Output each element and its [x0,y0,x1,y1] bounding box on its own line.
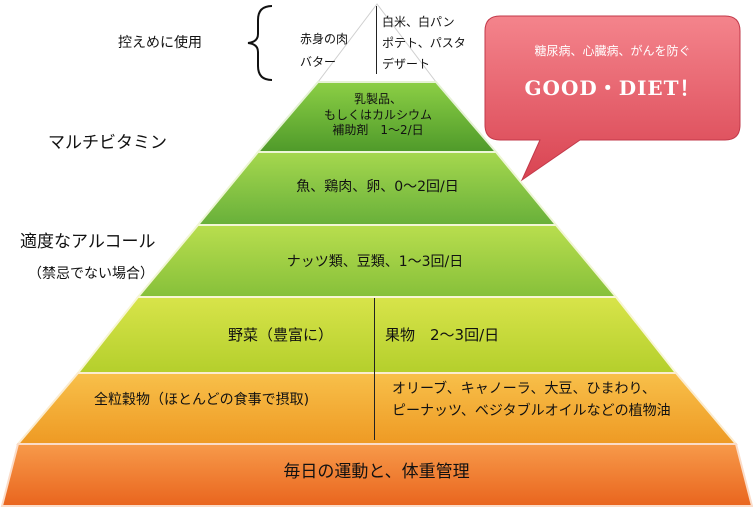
divider-middle [374,298,375,440]
side-moderate-use: 控えめに使用 [118,35,202,51]
brace-icon [247,5,273,81]
side-alcohol-note: （禁忌でない場合） [28,266,154,282]
speech-bubble [484,15,741,182]
bubble-subtitle: 糖尿病、心臓病、がんを防ぐ [534,44,691,58]
level-protein: 魚、鶏肉、卵、0〜2回/日 [296,179,459,195]
tier-exercise [0,443,753,507]
level-vegetables: 野菜（豊富に） [228,326,334,344]
divider-top [376,6,377,74]
side-alcohol: 適度なアルコール [20,232,156,252]
level-nuts: ナッツ類、豆類、1〜3回/日 [286,254,464,270]
top-carbs: 白米、白パン ポテト、パスタ デザート [382,15,466,71]
level-oils: オリーブ、キャノーラ、大豆、ひまわり、 ピーナッツ、ベジタブルオイルなどの植物油 [392,381,671,420]
top-meat-butter: 赤身の肉 バター [300,32,349,69]
level-exercise: 毎日の運動と、体重管理 [283,462,470,482]
side-multivitamin: マルチビタミン [48,133,167,153]
level-fruit: 果物 2〜3回/日 [385,326,500,344]
level-grains: 全粒穀物（ほとんどの食事で摂取) [94,392,310,408]
level-dairy: 乳製品、 もしくはカルシウム 補助剤 1〜2/日 [323,92,432,138]
bubble-title: GOOD・DIET！ [524,76,701,100]
tier-vegetables-fruit [75,296,679,374]
